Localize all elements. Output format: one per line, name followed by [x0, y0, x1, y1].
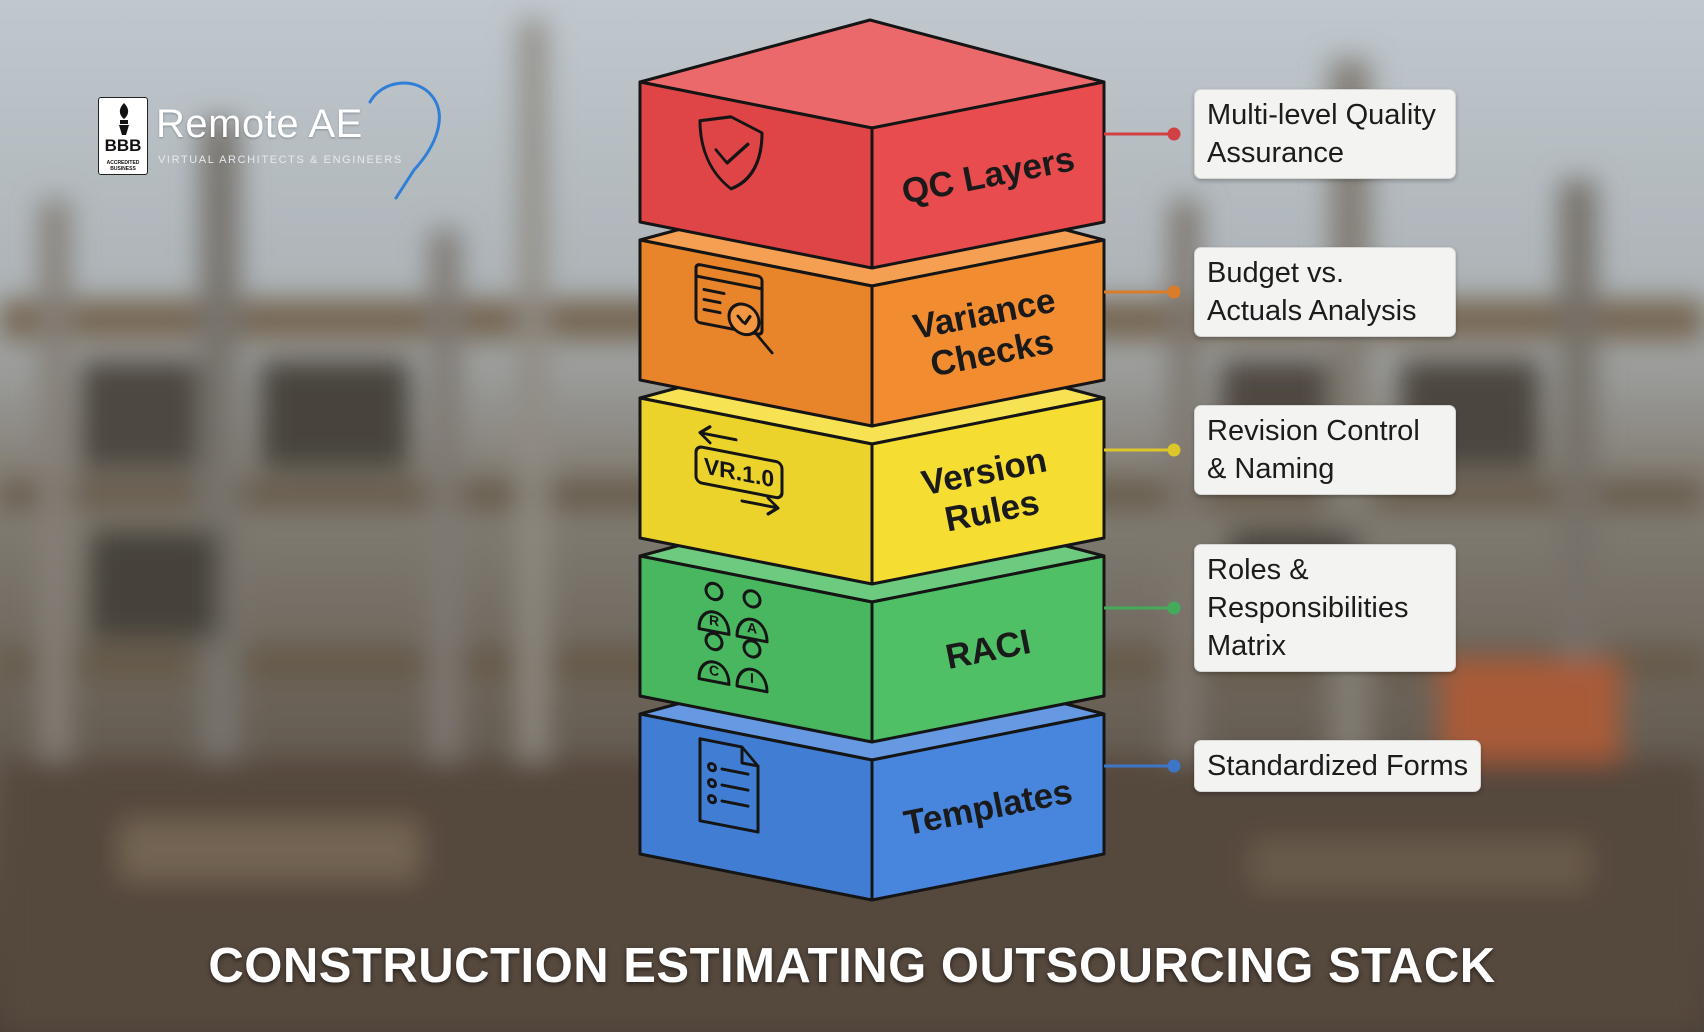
brand-name: Remote AE [156, 102, 363, 146]
layer-block-1: VarianceChecks [638, 160, 1181, 428]
layer-right-face [870, 554, 1106, 744]
layer-description-label: Multi-level Quality Assurance [1194, 89, 1456, 179]
raci-letter: A [747, 619, 757, 637]
layer-description-label: Revision Control & Naming [1194, 405, 1456, 495]
bbb-accredited-badge: BBB ACCREDITED BUSINESS [98, 97, 148, 175]
bbb-badge-subtext: ACCREDITED BUSINESS [106, 160, 140, 172]
bbb-badge-text: BBB [104, 136, 142, 155]
raci-letter: I [750, 670, 754, 687]
raci-letter: C [709, 662, 719, 680]
magnifier-document-icon [694, 263, 774, 355]
connector-dot [1167, 127, 1181, 141]
layer-block-0: QC Layers [638, 18, 1181, 270]
shield-check-icon [698, 115, 764, 191]
layer-description-label: Standardized Forms [1194, 740, 1482, 792]
layer-right-face [870, 712, 1106, 902]
torch-icon [119, 103, 129, 135]
layer-right-face [870, 238, 1106, 428]
map-pin-outline-icon [368, 81, 441, 200]
connector-dot [1167, 601, 1181, 615]
connector-dot [1167, 443, 1181, 457]
layer-right-face [870, 396, 1106, 586]
layer-right-face [870, 80, 1106, 270]
layer-description-label: Budget vs. Actuals Analysis [1194, 247, 1456, 337]
raci-letter: R [709, 612, 719, 630]
brand-tagline: VIRTUAL ARCHITECTS & ENGINEERS [158, 154, 403, 166]
form-document-icon [698, 737, 760, 834]
connector-dot [1167, 759, 1181, 773]
raci-people-icon: R A C I [697, 581, 769, 694]
connector-dot [1167, 285, 1181, 299]
remote-ae-logo: BBB ACCREDITED BUSINESS Remote AE VIRTUA… [96, 72, 456, 212]
layer-description-label: Roles & Responsibilities Matrix [1194, 544, 1456, 672]
diagram-title: CONSTRUCTION ESTIMATING OUTSOURCING STAC… [208, 939, 1496, 993]
